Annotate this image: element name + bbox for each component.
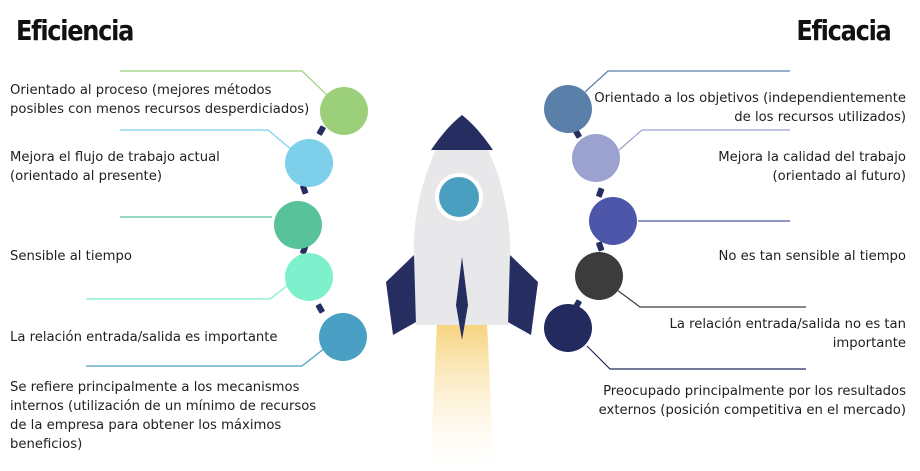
right-item-1: Orientado a los objetivos (independiente… (594, 91, 906, 125)
left-item-4: La relación entrada/salida es importante (10, 330, 278, 345)
right-connector-2 (618, 129, 790, 151)
left-connector-5 (86, 347, 326, 367)
left-connector-1 (120, 70, 328, 96)
left-node-1 (320, 87, 368, 135)
right-node-5 (544, 304, 592, 352)
rocket-flame (430, 322, 494, 471)
left-connector-2 (120, 129, 293, 151)
right-item-2: Mejora la calidad del trabajo(orientado … (718, 150, 906, 184)
eficiencia-title: Eficiencia (16, 14, 134, 47)
right-node-4 (575, 252, 623, 300)
right-connector-5 (586, 345, 806, 370)
right-item-3: No es tan sensible al tiempo (718, 249, 907, 264)
right-nodes (544, 85, 637, 352)
left-node-3 (274, 201, 322, 249)
rocket-nose (431, 115, 493, 150)
right-node-2 (572, 134, 620, 182)
left-node-2 (285, 139, 333, 187)
eficacia-title: Eficacia (795, 14, 891, 47)
right-node-1 (544, 85, 592, 133)
left-node-5 (319, 313, 367, 361)
left-item-3: Sensible al tiempo (10, 249, 132, 264)
rocket-window (439, 177, 479, 217)
left-node-4 (285, 253, 333, 301)
left-nodes (274, 87, 368, 361)
rocket-center-fin (456, 257, 468, 340)
left-connector-4 (86, 281, 293, 300)
right-node-3 (589, 197, 637, 245)
right-chain-links (572, 128, 605, 310)
left-item-2: Mejora el flujo de trabajo actual(orient… (10, 150, 220, 184)
left-item-5: Se refiere principalmente a los mecanism… (10, 380, 317, 452)
right-connectors (584, 70, 806, 370)
right-connector-4 (616, 289, 806, 308)
left-connectors (86, 70, 328, 367)
right-item-5: Preocupado principalmente por los result… (598, 384, 906, 418)
right-connector-1 (584, 70, 790, 93)
left-chain-links (300, 125, 326, 314)
